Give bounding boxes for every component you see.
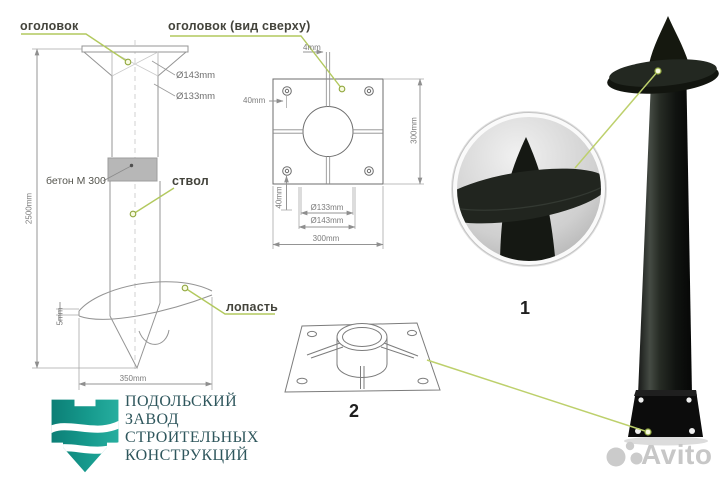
diameter-133-label: Ø133mm (176, 91, 216, 102)
blade-thickness-dimension: 5mm (55, 307, 65, 326)
top-view-title: оголовок (вид сверху) (168, 19, 311, 33)
shadow (624, 436, 708, 446)
diameter-143-label: Ø143mm (176, 70, 216, 81)
tip-detail-inset (451, 111, 607, 267)
concrete-label: бетон М 300 (46, 175, 106, 187)
blade-width-dimension: 350mm (119, 374, 147, 383)
logo-text-line3: СТРОИТЕЛЬНЫХ (125, 429, 259, 446)
blade-top-edge (78, 281, 213, 312)
head-label: оголовок (20, 19, 79, 33)
tip-leader (574, 67, 662, 169)
pile-side-view-drawing (32, 40, 213, 390)
cap-top-view-drawing (269, 49, 424, 249)
hole-offset-top-dimension: 40mm (243, 96, 266, 105)
pile-photo (574, 16, 719, 446)
avito-watermark: Avito (641, 439, 713, 470)
callout-2: 2 (349, 401, 360, 421)
bolt-holes (282, 86, 374, 176)
pile-shaft (638, 56, 692, 395)
logo-text-line1: ПОДОЛЬСКИЙ (125, 393, 238, 410)
avito-dots-icon (606, 441, 643, 467)
side-view-leaders (21, 33, 275, 315)
callout-1: 1 (520, 298, 531, 318)
hole-offset-bottom-dimension: 40mm (274, 186, 284, 209)
shaft-label: ствол (172, 174, 209, 188)
height-dimension: 2500mm (24, 192, 34, 225)
top-view-d143-dimension: Ø143mm (310, 216, 344, 225)
blade-label: лопасть (226, 300, 279, 314)
company-logo-icon (51, 399, 119, 473)
top-view-leader (170, 35, 346, 93)
plate-side-right-dimension: 300mm (409, 117, 419, 144)
pile-tip (109, 302, 161, 370)
top-view-d133-dimension: Ø133mm (310, 203, 344, 212)
gusset-dimension: 4mm (303, 43, 321, 52)
base-leader (426, 359, 652, 436)
plate-side-bottom-dimension: 300mm (312, 234, 340, 243)
pile-tip-cone (649, 16, 689, 64)
logo-text-line4: КОНСТРУКЦИЙ (125, 447, 249, 464)
tip-closeup (455, 137, 603, 263)
base-plate (628, 390, 703, 437)
logo-text-line2: ЗАВОД (125, 411, 179, 428)
concrete-band (107, 157, 158, 182)
cap-3d-drawing (284, 322, 441, 393)
technical-drawing (21, 33, 441, 393)
